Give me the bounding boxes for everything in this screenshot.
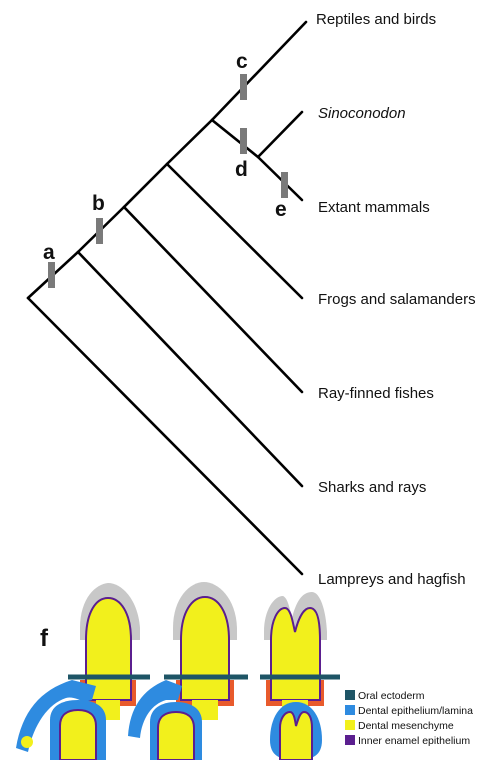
branch-tetra-amniotes [167,120,212,164]
cladogram-tree [28,22,306,574]
branch-reptiles-birds [212,22,306,120]
tooth-1-mesenchyme [86,598,131,700]
taxon-sharks-rays: Sharks and rays [318,479,426,496]
character-bars [48,74,288,288]
marker-bar-d [240,128,247,154]
branch-ray-finned [124,207,302,392]
taxon-labels: Reptiles and birds Sinoconodon Extant ma… [316,11,476,588]
marker-bar-e [281,172,288,198]
marker-label-d: d [235,158,248,181]
legend-swatch-dental-mesenchyme [345,720,355,730]
legend-swatch-dental-epithelium [345,705,355,715]
marker-bar-c [240,74,247,100]
branch-mammaliaformes [212,120,258,157]
legend-label-inner-enamel: Inner enamel epithelium [358,735,470,747]
taxon-sinoconodon: Sinoconodon [318,105,406,122]
legend-label-dental-mesenchyme: Dental mesenchyme [358,720,454,732]
developing-teeth [50,700,322,760]
legend-swatch-oral-ectoderm [345,690,355,700]
marker-bar-a [48,262,55,288]
tooth-2 [173,582,237,720]
branch-root-lampreys [28,298,302,574]
marker-label-c: c [236,50,248,73]
marker-bar-b [96,218,103,244]
legend-label-dental-epithelium: Dental epithelium/lamina [358,705,473,717]
taxon-ray-finned-fishes: Ray-finned fishes [318,385,434,402]
taxon-reptiles-birds: Reptiles and birds [316,11,436,28]
legend-label-oral-ectoderm: Oral ectoderm [358,690,425,702]
tissue-legend: Oral ectoderm Dental epithelium/lamina D… [345,690,473,747]
branch-extant-mammals [258,157,302,200]
panel-f-label: f [40,625,49,652]
dev-tooth-1-core [60,710,96,760]
lamina-bud-yellow [21,736,33,748]
branch-osteo-tetrapods [124,164,167,207]
dev-tooth-2-core [158,712,194,760]
taxon-extant-mammals: Extant mammals [318,199,430,216]
tooth-2-mesenchyme [181,597,229,700]
branch-sharks-rays [78,252,302,486]
branch-sinoconodon [258,112,302,157]
legend-swatch-inner-enamel [345,735,355,745]
taxon-lampreys-hagfish: Lampreys and hagfish [318,571,466,588]
tooth-3 [264,592,327,720]
taxon-frogs-salamanders: Frogs and salamanders [318,291,476,308]
marker-label-a: a [43,241,55,264]
marker-label-b: b [92,192,105,215]
marker-label-e: e [275,198,287,221]
tooth-diagram [16,582,340,760]
